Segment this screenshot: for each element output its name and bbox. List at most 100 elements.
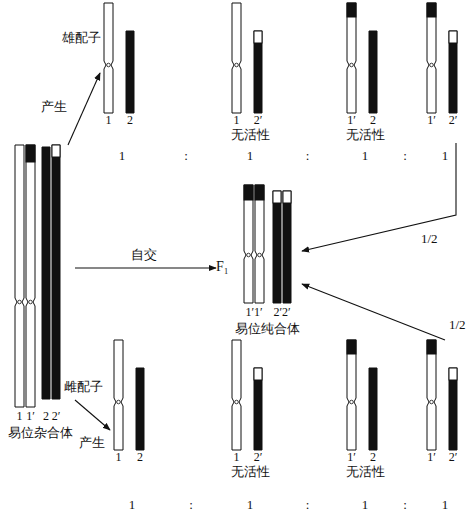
chromosome-number: 2 [370,114,376,128]
chromosome-number: 1′ [427,114,436,128]
gamete: 12 [100,3,144,143]
chromosome-2 [126,31,134,113]
translocated-segment [26,145,35,162]
translocated-segment [255,185,264,200]
ratio-term: : [305,498,311,513]
chromosome-2 [136,368,144,450]
chromosome-figure [423,3,467,115]
chromosome-number: 1′ [347,451,356,465]
chromosome-figure [423,340,467,452]
ratio-term: : [402,149,408,164]
edge-label: 产生 [78,436,106,451]
translocated-segment [244,185,253,200]
chromosome-2-prime [273,191,281,303]
chromosome-1 [427,3,436,113]
gamete: 12′无活性 [228,340,272,480]
ratio-term: 1 [118,149,127,164]
chromosome-number: 2 [43,410,49,424]
chromosome-number: 2′2′ [273,306,290,320]
translocation-homozygote: 1′1′ 2′2′ 易位纯合体 [232,185,302,350]
chromosome-number: 2′ [449,114,458,128]
centromere [247,253,251,257]
ratio-term: 1 [246,498,255,513]
chromosome-number: 2′ [254,451,263,465]
gamete: 1′ 2无活性 [343,3,387,143]
arrow [68,73,100,145]
chromosome-2 [42,147,50,399]
ratio-term: : [188,498,194,513]
chromosome-figure [343,340,387,452]
chromosome-number: 1′ [427,451,436,465]
chromosome-number: 1′ [26,410,35,424]
generation-label: F₁ [216,259,229,275]
centromere [117,400,121,404]
gamete: 1′2无活性 [343,340,387,480]
translocated-segment [347,340,356,354]
inactive-note: 无活性 [346,128,385,143]
chromosome-number: 1′1′ [245,306,262,320]
gamete: 12 [110,340,154,480]
chromosome-1 [347,3,356,113]
chromosome-1 [347,340,356,450]
centromere [350,63,354,67]
chromosome-2 [449,368,457,450]
inactive-note: 无活性 [231,465,270,480]
translocated-segment [52,145,60,157]
centromere [107,63,111,67]
chromosome-1 [15,145,24,407]
ratio-term: : [402,498,408,513]
gamete: 1 2′无活性 [228,3,272,143]
chromosome-1 [104,3,113,113]
centromere [29,300,33,304]
chromosome-figure [5,145,75,407]
chromosome-2-prime [283,191,291,303]
ratio-term: 1 [361,498,370,513]
chromosome-figure [100,3,144,115]
generation-label: F₁ [216,258,232,278]
translocated-segment [427,3,436,17]
arrow [75,267,216,268]
chromosome-1 [232,3,241,113]
inactive-note: 无活性 [231,128,270,143]
figure-caption: 易位纯合体 [235,322,300,337]
chromosome-1 [232,340,241,450]
translocated-segment [273,191,281,203]
translocated-segment [254,31,262,43]
arrow [302,284,445,340]
chromosome-figure [343,3,387,115]
translocated-segment [449,31,457,43]
centromere [430,63,434,67]
chromosome-figure [228,3,272,115]
chromosome-number: 1 [17,410,23,424]
chromosome-number: 2 [127,114,133,128]
gamete: 1′ 2′ [423,340,467,480]
chromosome-2-prime [52,145,60,399]
ratio-term: 1 [361,149,370,164]
chromosome-number: 1 [234,114,240,128]
arrow [75,400,110,430]
centromere [258,253,262,257]
chromosome-figure [232,185,302,305]
edge-label: 1/2 [420,232,439,247]
arrow [302,143,456,251]
translocated-segment [449,368,457,380]
translocated-segment [427,340,436,354]
chromosome-number: 2′ [254,114,263,128]
female-gametes: 雌配子1212′无活性1′2无活性1′2′ [110,340,465,480]
ratio-term: 1 [128,498,137,513]
edge-label: 自交 [130,248,158,263]
chromosome-number: 2′ [52,410,61,424]
chromosome-number: 2 [137,451,143,465]
chromosome-1 [114,340,123,450]
chromosome-2 [369,31,377,113]
translocated-segment [254,368,262,380]
edge-label: 产生 [40,100,68,115]
chromosome-2 [254,368,262,450]
chromosome-figure [228,340,272,452]
ratio-term: : [305,149,311,164]
translocated-segment [347,3,356,17]
chromosome-number: 1′ [347,114,356,128]
chromosome-number: 2′ [449,451,458,465]
gamete-heading: 雌配子 [64,380,103,395]
